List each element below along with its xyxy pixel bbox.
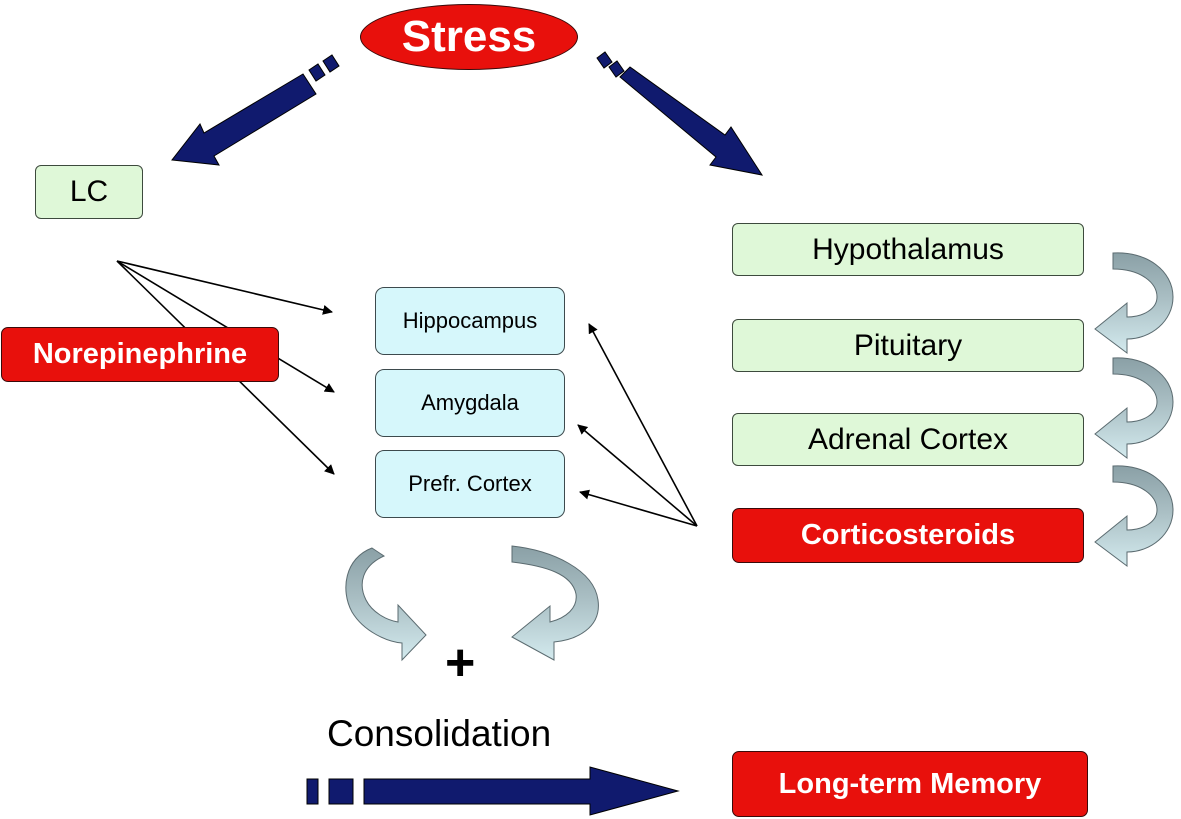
plus-sign: + xyxy=(445,634,476,692)
pituitary-node: Pituitary xyxy=(732,319,1084,372)
corticosteroids-node: Corticosteroids xyxy=(732,508,1084,563)
amygdala-node: Amygdala xyxy=(375,369,565,437)
hpa-curved-arrows xyxy=(1094,252,1174,567)
long-term-memory-node: Long-term Memory xyxy=(732,751,1088,817)
adrenal-cortex-node: Adrenal Cortex xyxy=(732,413,1084,466)
consolidation-label: Consolidation xyxy=(327,713,552,754)
consolidation-curved-arrows xyxy=(345,545,599,662)
prefrontal-cortex-node: Prefr. Cortex xyxy=(375,450,565,518)
stress-to-hypothalamus-arrow xyxy=(596,51,764,176)
hippocampus-node: Hippocampus xyxy=(375,287,565,355)
stress-to-lc-arrow xyxy=(171,54,340,166)
hypothalamus-node: Hypothalamus xyxy=(732,223,1084,276)
corticosteroid-projection-arrows xyxy=(577,323,698,527)
consolidation-arrow xyxy=(306,766,680,816)
norepinephrine-node: Norepinephrine xyxy=(1,327,279,382)
lc-node: LC xyxy=(35,165,143,219)
stress-node: Stress xyxy=(360,4,578,70)
